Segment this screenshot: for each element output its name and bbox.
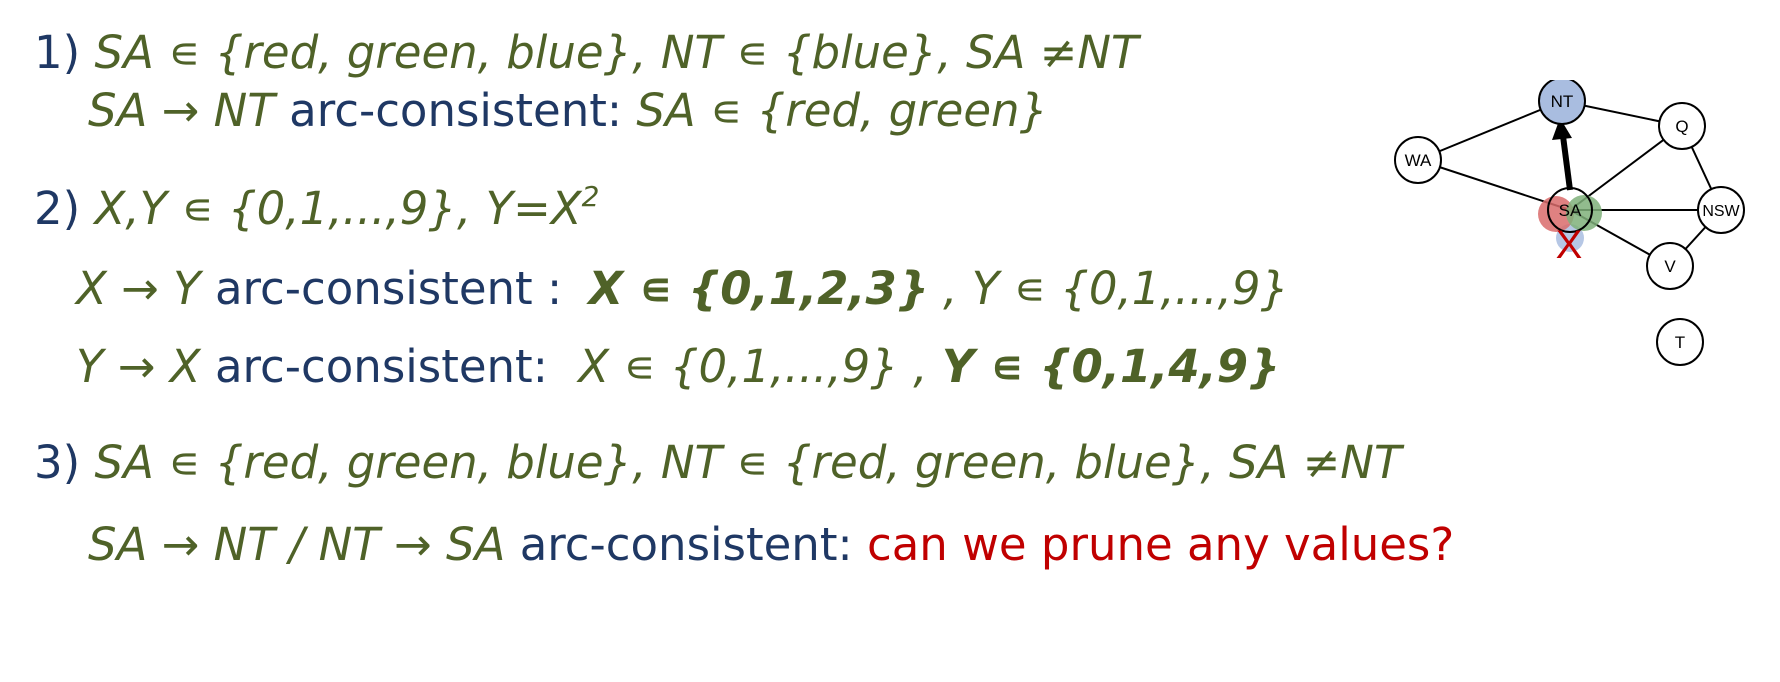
problem-2-arc1-line: X → Y arc-consistent : X ∊ {0,1,2,3} , Y… <box>76 266 1289 311</box>
problem-2-arc1-result-rest: , Y ∊ {0,1,...,9} <box>928 262 1290 315</box>
node-wa: WA <box>1394 136 1442 184</box>
node-q: Q <box>1658 102 1706 150</box>
node-label-v: V <box>1664 257 1676 276</box>
problem-2-arc2: Y → X <box>76 340 201 393</box>
problem-3-line: 3) SA ∊ {red, green, blue}, NT ∊ {red, g… <box>34 440 1401 485</box>
node-label-wa: WA <box>1405 151 1432 170</box>
node-t: T <box>1656 318 1704 366</box>
sa-red-domain <box>1538 196 1574 232</box>
problem-3-arc-label: arc-consistent: <box>519 518 853 571</box>
problem-1-arc: SA → NT <box>88 84 275 137</box>
node-label-nt: NT <box>1551 92 1574 111</box>
problem-1-result: SA ∊ {red, green} <box>636 84 1049 137</box>
problem-2-arc1-label: arc-consistent : <box>214 262 563 315</box>
problem-2-exponent: 2 <box>581 180 600 213</box>
problem-3-number: 3) <box>34 436 81 489</box>
node-nsw: NSW <box>1697 186 1745 234</box>
arc-arrowhead <box>1552 118 1572 140</box>
sa-green-domain <box>1566 195 1602 231</box>
node-label-nsw: NSW <box>1702 203 1740 220</box>
node-label-t: T <box>1675 333 1685 352</box>
problem-3-expression: SA ∊ {red, green, blue}, NT ∊ {red, gree… <box>94 436 1402 489</box>
node-sa: SA X <box>1538 187 1602 267</box>
node-nt: NT <box>1538 80 1586 125</box>
problem-3-arc: SA → NT / NT → SA <box>88 518 506 571</box>
problem-1-arc-label: arc-consistent: <box>289 84 623 137</box>
problem-2-arc2-line: Y → X arc-consistent: X ∊ {0,1,...,9} , … <box>76 344 1280 389</box>
problem-1-arc-line: SA → NT arc-consistent: SA ∊ {red, green… <box>88 88 1048 133</box>
problem-2-arc1-result-bold: X ∊ {0,1,2,3} <box>588 262 929 315</box>
node-label-sa: SA <box>1559 201 1582 220</box>
problem-2-expression: X,Y ∊ {0,1,...,9}, Y=X <box>94 182 582 235</box>
problem-3-arc-line: SA → NT / NT → SA arc-consistent: can we… <box>88 522 1454 567</box>
problem-3-question: can we prune any values? <box>866 518 1455 571</box>
arc-sa-to-nt <box>1560 135 1573 191</box>
node-label-q: Q <box>1675 117 1688 136</box>
problem-2-arc2-result-bold: Y ∊ {0,1,4,9} <box>941 340 1281 393</box>
edge-wa-nt <box>1417 100 1563 161</box>
problem-2-number: 2) <box>34 182 81 235</box>
problem-1-expression: SA ∊ {red, green, blue}, NT ∊ {blue}, SA… <box>94 26 1139 79</box>
problem-2-line: 2) X,Y ∊ {0,1,...,9}, Y=X2 <box>34 183 599 232</box>
problem-1-number: 1) <box>34 26 81 79</box>
blue-pruned-cross-icon: X <box>1556 223 1583 267</box>
problem-1-line: 1) SA ∊ {red, green, blue}, NT ∊ {blue},… <box>34 30 1139 75</box>
node-v: V <box>1646 242 1694 290</box>
australia-constraint-graph: NT Q WA SA X NSW V T <box>1394 80 1745 366</box>
problem-2-arc2-label: arc-consistent: <box>214 340 548 393</box>
problem-2-arc1: X → Y <box>76 262 201 315</box>
problem-2-arc2-result-rest: X ∊ {0,1,...,9} , <box>578 340 942 393</box>
